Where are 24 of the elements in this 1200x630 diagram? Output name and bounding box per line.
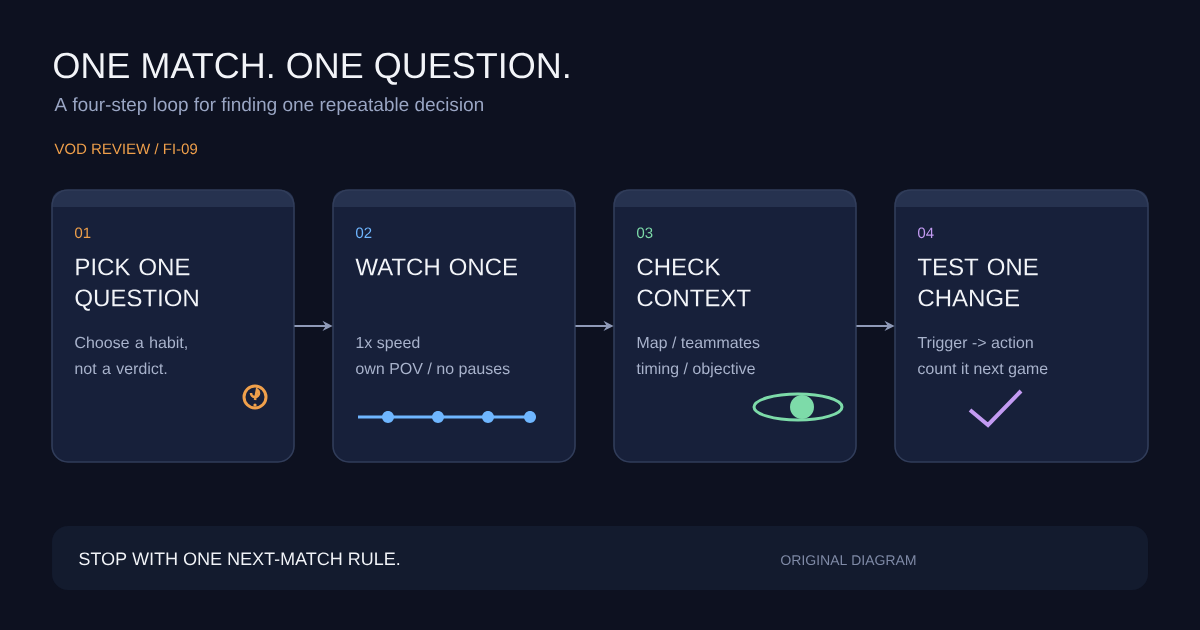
subtitle: A four-step loop for finding one repeatable decision: [54, 97, 483, 115]
step-number: 03: [637, 227, 653, 239]
step-number: 01: [75, 227, 91, 239]
step-description: Trigger -> action: [917, 336, 1033, 352]
step-title: TEST ONE CHANGE: [917, 258, 1038, 307]
tag-label: VOD REVIEW / FI-09: [54, 143, 198, 155]
note-text: ORIGINAL DIAGRAM: [781, 555, 916, 566]
step-card: [51, 189, 295, 463]
step-card: [894, 189, 1149, 463]
step-card: [332, 189, 576, 463]
title: ONE MATCH. ONE QUESTION.: [54, 52, 569, 85]
step-title: PICK ONE QUESTION: [75, 258, 198, 311]
step-description: count it next game: [918, 362, 1048, 378]
step-number: 02: [356, 227, 372, 239]
step-card: [613, 189, 857, 463]
step-description: 1x speed: [356, 336, 420, 352]
step-title: WATCH ONCE: [355, 258, 517, 276]
rule-text: STOP WITH ONE NEXT-MATCH RULE.: [79, 552, 400, 566]
step-description: Choose a habit, not a verdict.: [75, 336, 187, 375]
step-description: Map / teammates: [637, 336, 760, 352]
step-title: CHECK CONTEXT: [637, 258, 751, 307]
step-description: own POV / no pauses: [356, 362, 510, 378]
step-number: 04: [918, 227, 934, 239]
step-description: timing / objective: [636, 362, 755, 378]
